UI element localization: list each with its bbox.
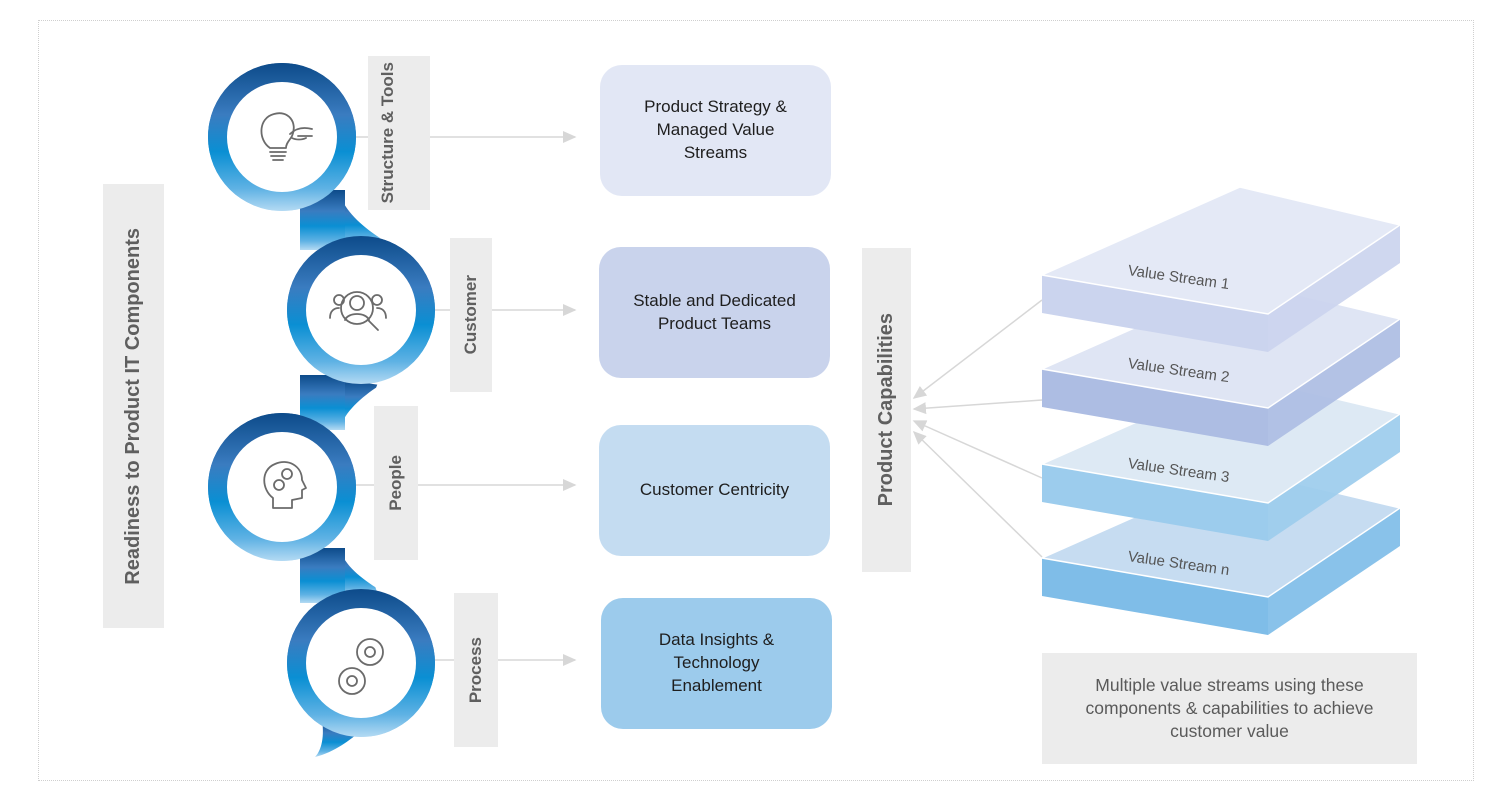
head-gears-icon (263, 461, 307, 509)
component-label-people: People (374, 406, 418, 560)
title-label: Readiness to Product IT Components (103, 184, 164, 628)
component-label-customer: Customer (450, 238, 492, 392)
slab-side-face (1268, 319, 1400, 446)
capability-box-product-strategy: Product Strategy & Managed Value Streams (600, 65, 831, 196)
slab-front-face (1042, 275, 1268, 352)
capability-box-product-teams: Stable and Dedicated Product Teams (599, 247, 830, 378)
capability-box-data-insights: Data Insights & Technology Enablement (601, 598, 832, 729)
slab-front-face (1042, 464, 1268, 541)
ring-inner-3 (227, 432, 337, 542)
slab-front-face (1042, 369, 1268, 446)
vs-arrow-3 (912, 420, 1043, 479)
note-text: Multiple value streams using these compo… (1085, 675, 1374, 741)
lightbulb-hand-icon (260, 112, 313, 161)
gears-icon (338, 638, 384, 695)
slab-side-face (1268, 225, 1400, 352)
value-stream-stack (1039, 186, 1402, 635)
capability-box-customer-centricity: Customer Centricity (599, 425, 830, 556)
customer-search-icon (329, 291, 387, 331)
slab-front-face (1042, 558, 1268, 635)
note-box: Multiple value streams using these compo… (1042, 653, 1417, 764)
vs-arrow-1 (912, 299, 1043, 399)
component-label-structure-tools: Structure & Tools (368, 56, 430, 210)
ring-inner-2 (306, 255, 416, 365)
slab-side-face (1268, 414, 1400, 541)
ring-inner-4 (306, 608, 416, 718)
vs-arrow-4 (912, 430, 1043, 558)
value-stream-slab-1 (1039, 186, 1402, 352)
ring-inner-1 (227, 82, 337, 192)
slab-top-face (1039, 186, 1402, 315)
vs-arrow-2 (912, 399, 1043, 415)
slab-side-face (1268, 508, 1400, 635)
component-label-process: Process (454, 593, 498, 747)
diagram-frame (38, 20, 1474, 781)
product-capabilities-label: Product Capabilities (862, 248, 911, 572)
